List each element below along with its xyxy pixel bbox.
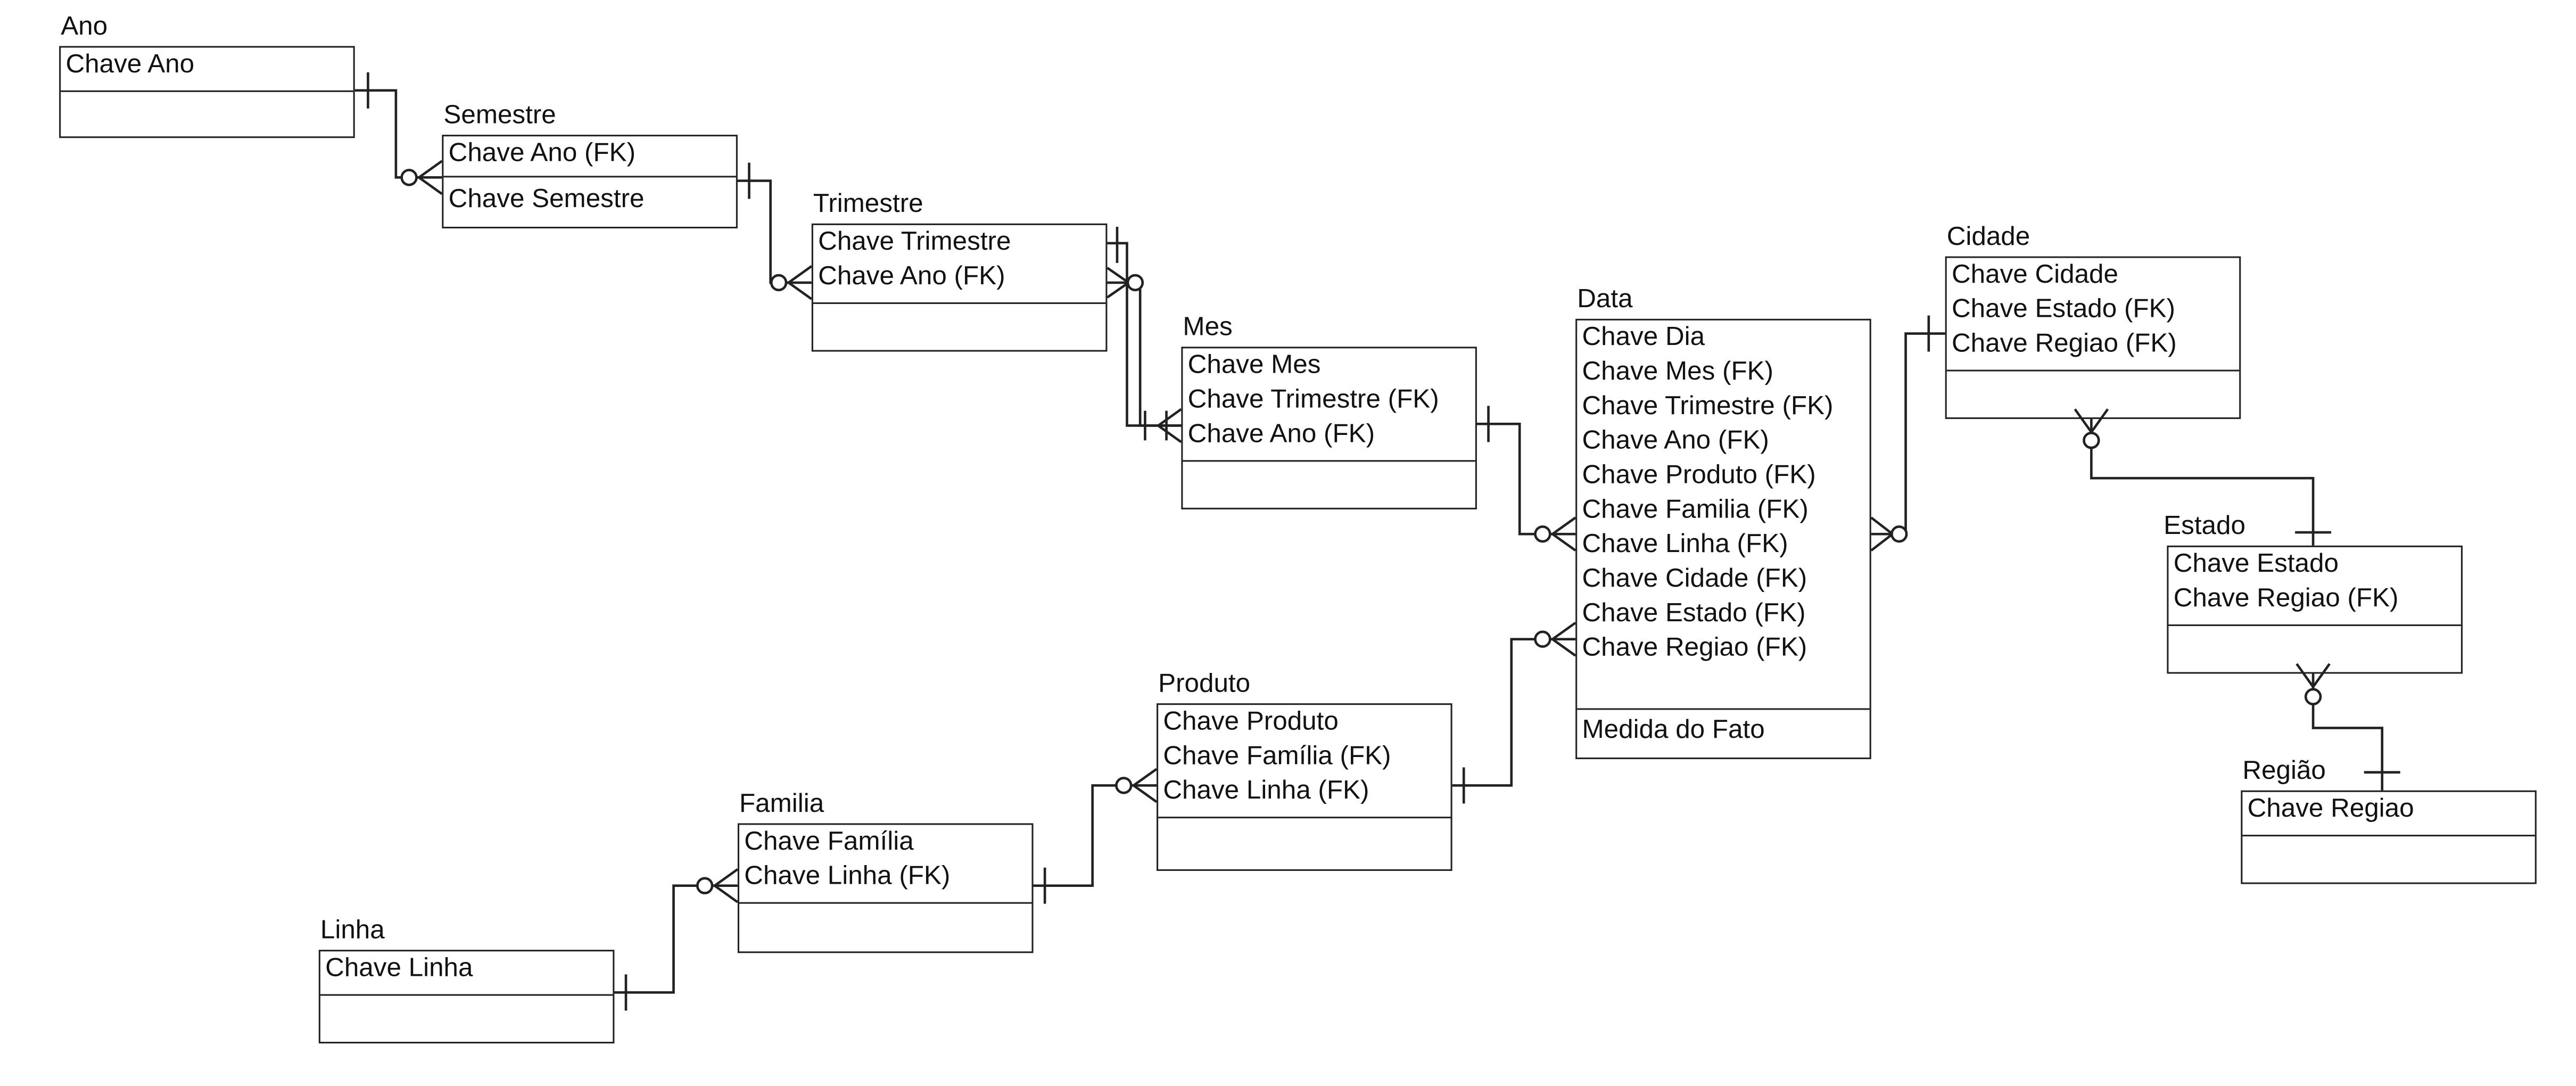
relationship-estado-cidade — [2074, 408, 2332, 546]
relationship-linha-familia — [614, 868, 739, 1011]
attribute: Chave Ano (FK) — [448, 139, 636, 168]
entity-familia: Familia Chave Família Chave Linha (FK) — [737, 791, 1034, 953]
entity-linha: Linha Chave Linha — [318, 917, 615, 1044]
relationship-trimestre-mes-b — [1107, 267, 1182, 441]
entity-box: Chave Trimestre Chave Ano (FK) — [811, 223, 1108, 352]
entity-data: Data Chave Dia Chave Mes (FK) Chave Trim… — [1575, 286, 1871, 760]
attribute: Chave Ano (FK) — [1187, 421, 1375, 449]
entity-box: Chave Família Chave Linha (FK) — [737, 823, 1034, 953]
entity-box: Chave Dia Chave Mes (FK) Chave Trimestre… — [1575, 318, 1871, 760]
entity-title: Região — [2242, 757, 2326, 786]
attribute: Chave Linha — [325, 955, 473, 983]
attribute: Chave Regiao (FK) — [2173, 585, 2399, 613]
primary-key-section: Chave Trimestre Chave Ano (FK) — [813, 225, 1106, 305]
entity-title: Trimestre — [813, 191, 923, 219]
attribute: Chave Família — [744, 828, 914, 857]
entity-title: Semestre — [443, 102, 556, 130]
relationship-produto-data — [1452, 621, 1576, 804]
primary-key-section: Chave Produto Chave Família (FK) Chave L… — [1158, 705, 1451, 819]
attribute: Chave Ano (FK) — [818, 262, 1005, 291]
attribute: Chave Regiao — [2247, 795, 2414, 824]
primary-key-section: Chave Ano — [61, 48, 353, 92]
entity-box: Chave Regiao — [2241, 790, 2537, 884]
attribute: Chave Regiao (FK) — [1951, 330, 2177, 358]
relationship-semestre-trimestre — [737, 162, 813, 300]
entity-title: Estado — [2164, 513, 2245, 541]
attribute: Chave Estado (FK) — [1951, 295, 2175, 324]
measure-attribute: Medida do Fato — [1582, 716, 1765, 745]
entity-box: Chave Ano (FK) Chave Semestre — [442, 135, 738, 229]
relationship-ano-semestre — [354, 72, 443, 195]
attribute: Chave Dia — [1582, 324, 1705, 352]
entity-regiao: Região Chave Regiao — [2241, 758, 2537, 884]
entity-title: Familia — [739, 790, 824, 819]
entity-semestre: Semestre Chave Ano (FK) Chave Semestre — [442, 102, 738, 229]
primary-key-section: Chave Cidade Chave Estado (FK) Chave Reg… — [1946, 258, 2240, 372]
attribute: Chave Produto — [1163, 708, 1339, 736]
primary-key-section: Chave Mes Chave Trimestre (FK) Chave Ano… — [1183, 348, 1475, 462]
attribute: Chave Cidade — [1951, 261, 2119, 290]
entity-title: Produto — [1158, 670, 1251, 698]
entity-box: Chave Estado Chave Regiao (FK) — [2167, 545, 2463, 674]
attribute: Chave Estado (FK) — [1582, 599, 1806, 628]
attribute: Chave Produto (FK) — [1582, 462, 1816, 490]
attribute: Chave Linha (FK) — [1582, 531, 1788, 559]
primary-key-section: Chave Estado Chave Regiao (FK) — [2168, 547, 2461, 627]
primary-key-section: Chave Dia Chave Mes (FK) Chave Trimestre… — [1577, 320, 1870, 710]
attribute: Chave Linha (FK) — [744, 862, 951, 891]
entity-cidade: Cidade Chave Cidade Chave Estado (FK) Ch… — [1945, 224, 2241, 419]
primary-key-section: Chave Família Chave Linha (FK) — [739, 825, 1032, 904]
relationship-cidade-data — [1870, 315, 1945, 552]
entity-box: Chave Ano — [59, 46, 355, 138]
attribute: Chave Linha (FK) — [1163, 777, 1369, 805]
entity-title: Linha — [320, 917, 385, 945]
entity-title: Ano — [61, 13, 108, 42]
attribute: Chave Trimestre (FK) — [1582, 392, 1834, 421]
entity-box: Chave Linha — [318, 950, 615, 1044]
attribute: Chave Trimestre (FK) — [1187, 386, 1439, 414]
attribute: Chave Família (FK) — [1163, 743, 1391, 771]
relationship-regiao-estado — [2296, 663, 2400, 791]
attribute: Chave Ano — [65, 51, 195, 79]
entity-estado: Estado Chave Estado Chave Regiao (FK) — [2164, 513, 2463, 674]
relationship-familia-produto — [1033, 768, 1158, 904]
attribute: Chave Ano (FK) — [1582, 427, 1769, 456]
entity-box: Chave Cidade Chave Estado (FK) Chave Reg… — [1945, 256, 2241, 419]
relationship-mes-data — [1476, 406, 1576, 552]
entity-mes: Mes Chave Mes Chave Trimestre (FK) Chave… — [1181, 314, 1477, 509]
attribute: Chave Familia (FK) — [1582, 496, 1809, 524]
attribute: Chave Estado — [2173, 550, 2339, 579]
primary-key-section: Chave Regiao — [2242, 792, 2535, 837]
attribute: Chave Mes — [1187, 351, 1321, 380]
primary-key-section: Chave Linha — [320, 951, 613, 996]
relationship-trimestre-mes-a — [1107, 226, 1182, 443]
attribute: Chave Cidade (FK) — [1582, 565, 1807, 594]
attribute: Chave Trimestre — [818, 228, 1011, 257]
entity-ano: Ano Chave Ano — [59, 13, 355, 138]
attribute: Chave Mes (FK) — [1582, 358, 1773, 386]
attribute: Chave Regiao (FK) — [1582, 634, 1807, 662]
entity-box: Chave Produto Chave Família (FK) Chave L… — [1157, 703, 1452, 871]
entity-trimestre: Trimestre Chave Trimestre Chave Ano (FK) — [811, 191, 1108, 352]
entity-box: Chave Mes Chave Trimestre (FK) Chave Ano… — [1181, 347, 1477, 509]
entity-title: Data — [1577, 286, 1633, 314]
entity-title: Mes — [1183, 314, 1233, 342]
entity-title: Cidade — [1946, 223, 2030, 252]
entity-produto: Produto Chave Produto Chave Família (FK)… — [1157, 670, 1452, 871]
attribute: Chave Semestre — [443, 176, 736, 217]
